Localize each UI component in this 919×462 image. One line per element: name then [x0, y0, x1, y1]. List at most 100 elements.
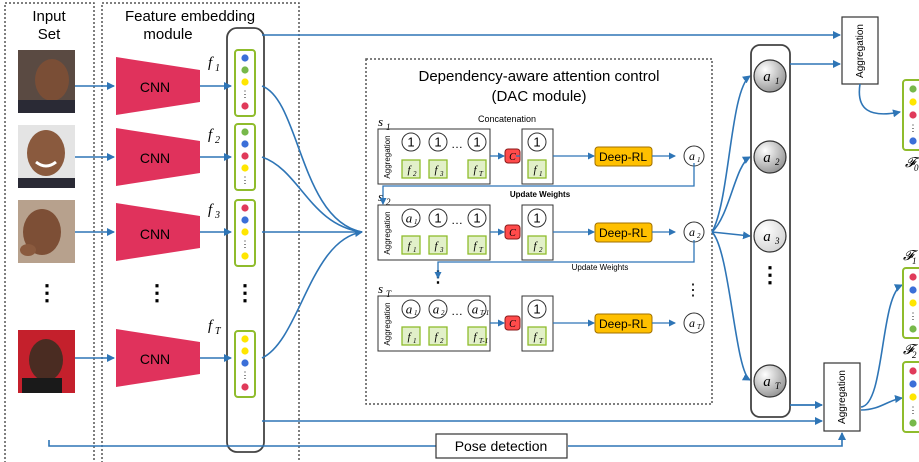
svg-text:f: f [473, 164, 478, 176]
svg-text:2: 2 [539, 246, 543, 254]
vector-ellipsis: ⋮ [241, 370, 250, 380]
svg-text:1: 1 [386, 122, 391, 132]
feature-dot [241, 102, 249, 110]
svg-text:1: 1 [473, 135, 480, 150]
cnn-ellipsis: ⋮ [146, 280, 168, 305]
svg-text:C: C [509, 228, 516, 239]
svg-text:f: f [533, 240, 538, 252]
svg-text:f: f [473, 240, 478, 252]
svg-text:a: a [763, 150, 771, 166]
dac-module: Dependency-aware attention control (DAC … [365, 58, 713, 405]
cnn-label: CNN [140, 79, 170, 95]
svg-text:2: 2 [775, 157, 780, 167]
svg-text:f: f [533, 164, 538, 176]
update-weights-label-2: Update Weights [572, 263, 629, 272]
feature-dot [241, 359, 249, 367]
svg-text:…: … [451, 213, 463, 227]
svg-text:2: 2 [413, 170, 417, 178]
feature-dot [241, 347, 249, 355]
svg-text:f: f [434, 240, 439, 252]
output-feature-vector: ⋮ [902, 79, 919, 151]
feature-dot [241, 128, 249, 136]
feature-vectors: ⋮⋮⋮⋮ [234, 49, 256, 398]
cnn-label: CNN [140, 351, 170, 367]
svg-text:f: f [208, 202, 214, 218]
pose-detection-label: Pose detection [455, 438, 548, 454]
face-image-3 [18, 200, 75, 263]
svg-text:…: … [451, 304, 463, 318]
svg-text:a: a [406, 302, 413, 317]
attention-ellipsis: ⋮ [759, 262, 781, 287]
feature-dot [241, 228, 249, 236]
embedding-title-line1: Feature embedding [125, 8, 255, 25]
feature-dot [241, 216, 249, 224]
svg-text:1: 1 [434, 211, 441, 226]
svg-text:f: f [208, 55, 214, 71]
svg-text:2: 2 [215, 135, 220, 146]
feature-column [226, 27, 265, 453]
svg-text:3: 3 [214, 210, 220, 221]
pose-detection: Pose detection [48, 432, 846, 459]
svg-text:T: T [539, 337, 544, 345]
input-ellipsis: ⋮ [36, 280, 58, 305]
svg-text:a: a [689, 149, 695, 163]
update-weights-label-1: Update Weights [510, 190, 571, 199]
svg-text:T: T [775, 381, 781, 391]
aggregation-vertical-label: Aggregation [383, 302, 392, 345]
feature-dot [241, 164, 249, 172]
svg-text:1: 1 [912, 256, 917, 266]
features-to-dac-arrows [261, 31, 841, 425]
output-feature-vector: ⋮ [902, 267, 919, 339]
cnn-label: CNN [140, 150, 170, 166]
feature-dot [241, 204, 249, 212]
aggregation-arrows [790, 60, 903, 411]
feature-dot [241, 383, 249, 391]
svg-text:2: 2 [440, 337, 444, 345]
svg-text:1: 1 [539, 170, 543, 178]
output-dot [909, 98, 917, 106]
svg-text:1: 1 [215, 63, 220, 74]
vector-ellipsis: ⋮ [909, 123, 918, 133]
svg-text:f: f [407, 164, 412, 176]
svg-text:T: T [479, 246, 484, 254]
embedding-title-line2: module [143, 26, 192, 43]
vector-ellipsis: ⋮ [241, 89, 250, 99]
aggregation-top: Aggregation [841, 16, 879, 85]
dac-to-attention-arrows [711, 75, 751, 381]
svg-text:0: 0 [914, 163, 919, 173]
face-image-1 [18, 50, 75, 113]
svg-text:1: 1 [407, 135, 414, 150]
feature-vector: ⋮ [234, 330, 256, 398]
vector-ellipsis: ⋮ [241, 239, 250, 249]
svg-text:2: 2 [697, 232, 701, 240]
svg-text:C: C [509, 319, 516, 330]
svg-text:s: s [378, 281, 383, 296]
svg-text:2: 2 [441, 309, 445, 317]
svg-text:a: a [406, 211, 413, 226]
svg-text:3: 3 [774, 236, 780, 246]
svg-text:T: T [386, 289, 392, 299]
svg-text:Deep-RL: Deep-RL [599, 226, 647, 240]
feature-dot [241, 335, 249, 343]
cnn-block-4: CNN [116, 329, 200, 387]
svg-text:1: 1 [414, 309, 418, 317]
svg-text:s: s [378, 189, 383, 204]
svg-text:2: 2 [386, 197, 391, 207]
vector-ellipsis: ⋮ [909, 405, 918, 415]
attention-column: ⋮ [750, 44, 791, 418]
svg-text:T: T [697, 323, 702, 331]
feature-vector: ⋮ [234, 49, 256, 117]
output-dot [909, 111, 917, 119]
svg-text:f: f [208, 318, 214, 334]
output-dot [909, 380, 917, 388]
svg-text:a: a [763, 229, 771, 245]
svg-text:1: 1 [697, 156, 701, 164]
